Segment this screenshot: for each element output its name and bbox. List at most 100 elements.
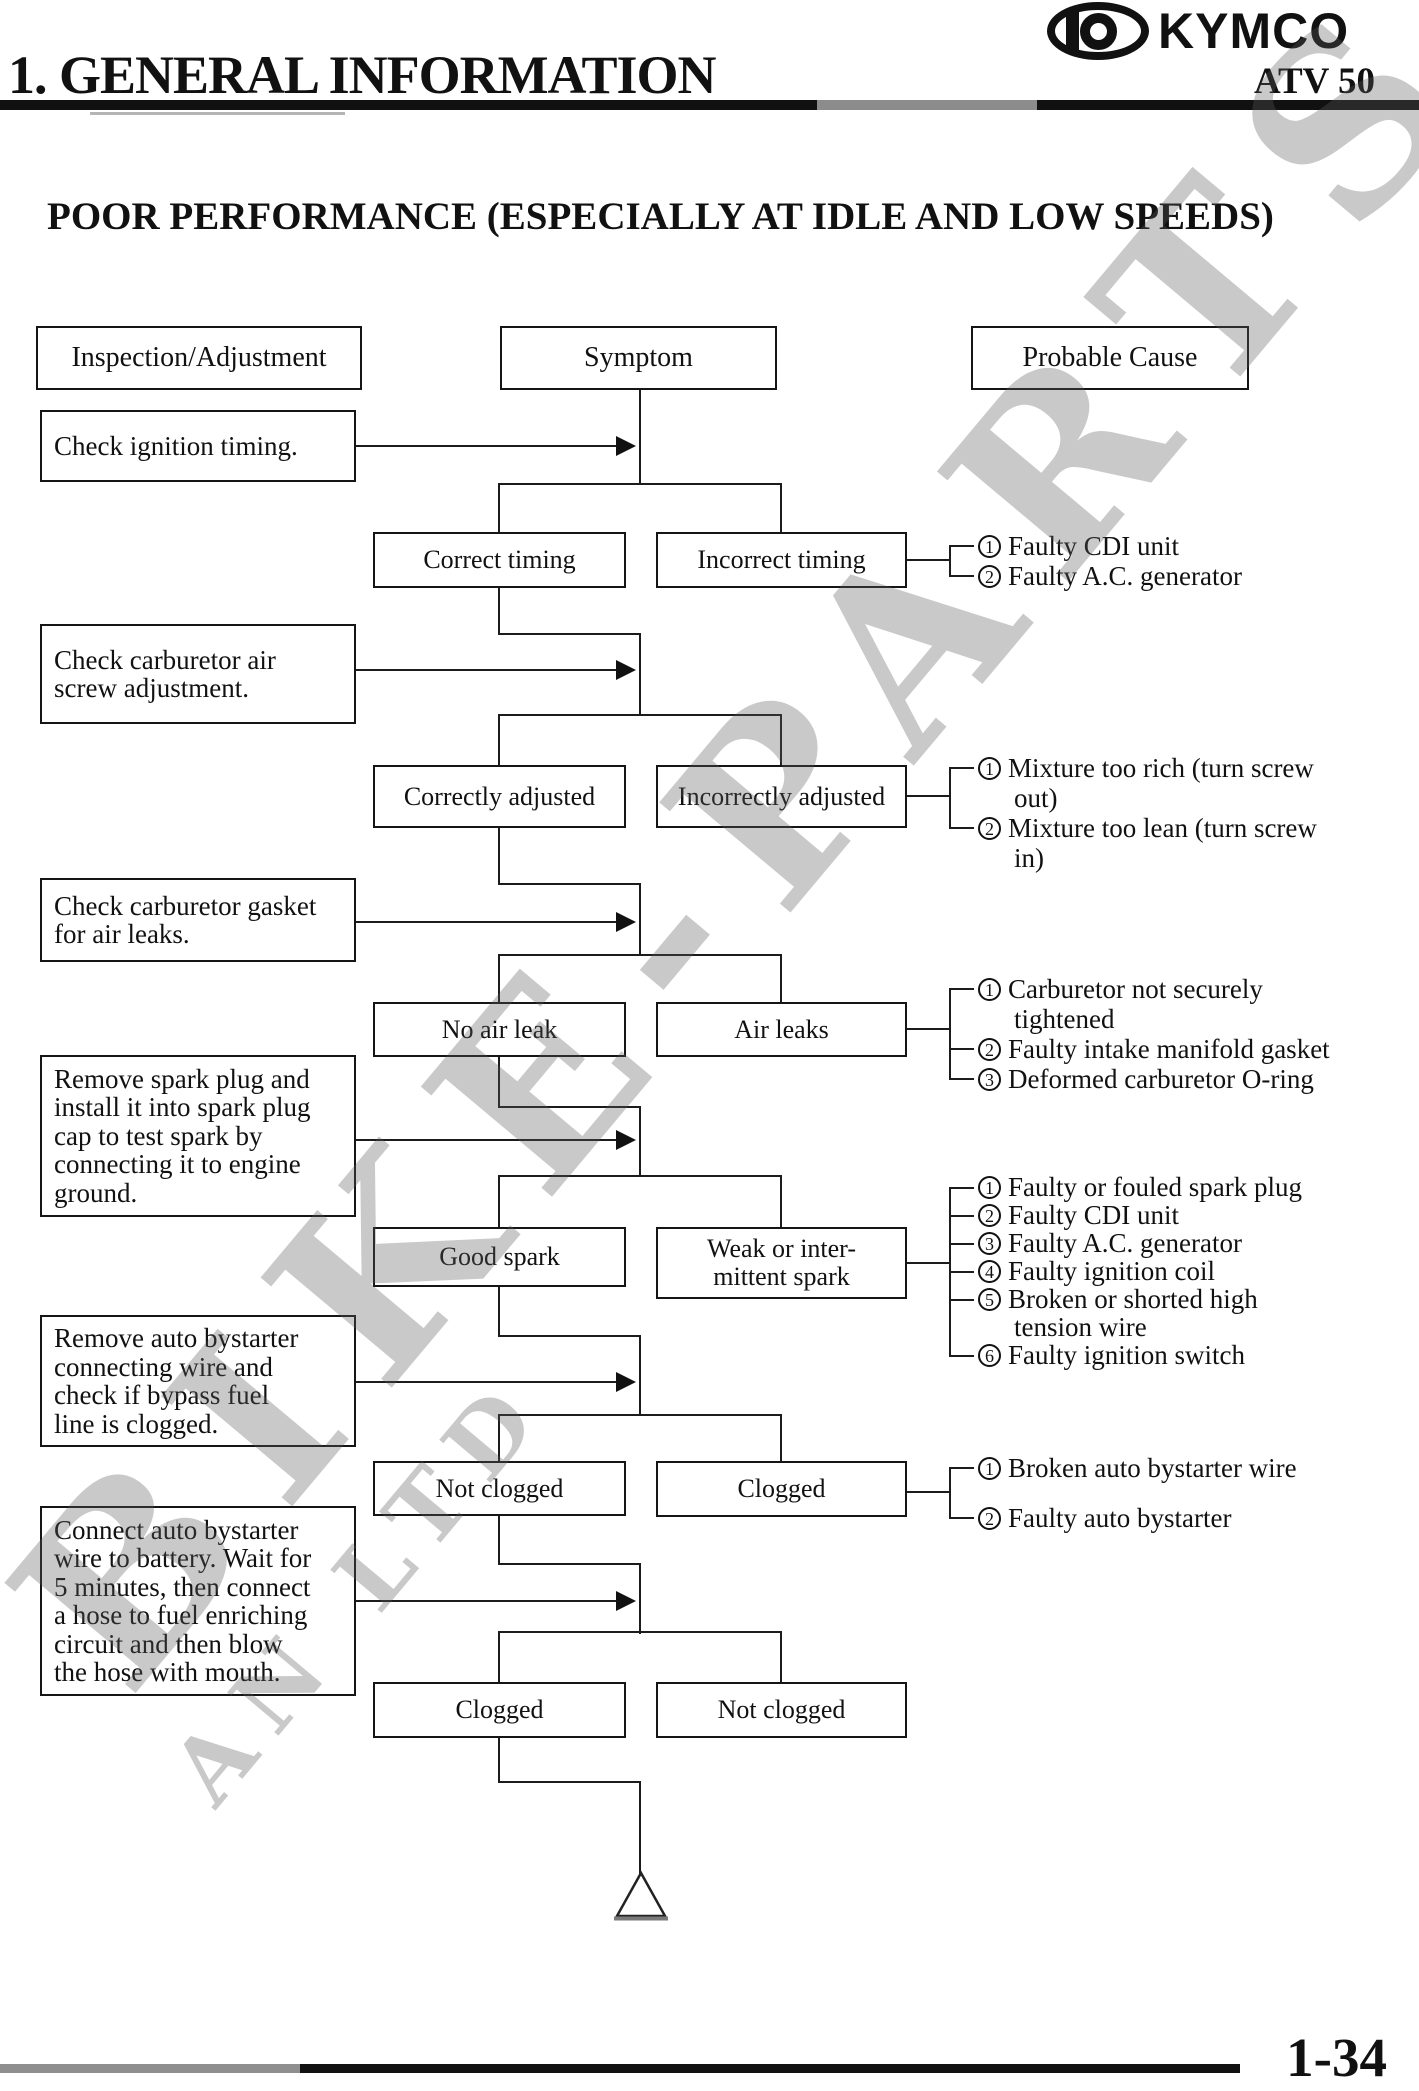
continue-jog — [498, 883, 641, 885]
symptom-box-label: Air leaks — [734, 1014, 829, 1044]
inspection-text: Remove auto bystarter connecting wire an… — [54, 1323, 299, 1439]
branch-stub-right — [780, 483, 782, 532]
cause-tick — [950, 1355, 974, 1357]
continuation-triangle-icon — [614, 1870, 668, 1921]
symptom-box-label: Correctly adjusted — [403, 781, 596, 811]
column-header-symptom-label: Symptom — [584, 342, 693, 373]
symptom-box-label: Weak or inter- mittent spark — [707, 1234, 856, 1291]
inspection-text: Connect auto bystarter wire to battery. … — [54, 1514, 312, 1687]
continue-jog — [498, 1335, 641, 1337]
column-header-inspection: Inspection/Adjustment — [36, 326, 362, 390]
continue-jog — [498, 1781, 641, 1783]
branch-stub-right — [780, 1631, 782, 1682]
split-line — [498, 483, 782, 485]
symptom-box-label: Clogged — [737, 1474, 826, 1503]
circled-number-icon: 2 — [978, 1038, 1001, 1061]
cause-text: Faulty CDI unit — [1008, 531, 1180, 561]
cause-text: Faulty or fouled spark plug — [1008, 1172, 1302, 1202]
spine-segment-1 — [639, 390, 641, 485]
circled-number-icon: 2 — [978, 817, 1001, 840]
branch-stub-left — [498, 1175, 500, 1227]
cause-tick — [950, 767, 974, 769]
symptom-box-weak-spark: Weak or inter- mittent spark — [656, 1227, 907, 1299]
cause-text: Broken or shorted high tension wire — [1008, 1284, 1258, 1342]
symptom-box-label: Not clogged — [717, 1695, 846, 1724]
cause-text: Faulty CDI unit — [1008, 1200, 1180, 1230]
circled-number-icon: 3 — [978, 1068, 1001, 1091]
continue-stub — [498, 588, 500, 635]
continue-jog — [498, 633, 641, 635]
spine-segment-2 — [639, 634, 641, 716]
symptom-box-not-clogged: Not clogged — [373, 1461, 626, 1516]
kymco-logo-k-ring — [1080, 13, 1117, 50]
page-title: POOR PERFORMANCE (ESPECIALLY AT IDLE AND… — [47, 195, 1274, 238]
header-rule — [0, 100, 1419, 110]
symptom-box-label: Incorrect timing — [697, 545, 866, 574]
split-line — [498, 1175, 782, 1177]
cause-text: Mixture too lean (turn screw in) — [1008, 813, 1317, 873]
arrowhead-right-icon — [616, 660, 636, 680]
cause-tick — [950, 1187, 974, 1189]
column-header-cause: Probable Cause — [971, 326, 1249, 390]
continue-stub — [498, 1057, 500, 1108]
cause-text: Carburetor not securely tightened — [1008, 974, 1263, 1034]
branch-stub-left — [498, 483, 500, 532]
cause-bracket-spine — [949, 545, 951, 577]
inspection-text: Check carburetor gasket for air leaks. — [54, 890, 317, 949]
inspection-box-bypass-line: Remove auto bystarter connecting wire an… — [40, 1315, 356, 1447]
symptom-box-label: Clogged — [455, 1695, 544, 1724]
continue-stub — [498, 1738, 500, 1783]
footer-rule — [300, 2064, 1240, 2073]
circled-number-icon: 1 — [978, 535, 1001, 558]
branch-stub-right — [780, 1175, 782, 1227]
symptom-box-correctly-adjusted: Correctly adjusted — [373, 765, 626, 828]
cause-connector-line — [907, 795, 951, 797]
continue-stub — [498, 1287, 500, 1337]
inspection-text: Remove spark plug and install it into sp… — [54, 1063, 311, 1208]
cause-tick — [950, 1299, 974, 1301]
kymco-logo-k-bar — [1066, 12, 1079, 50]
continue-stub — [498, 828, 500, 885]
model-label: ATV 50 — [1254, 61, 1375, 102]
cause-tick — [950, 827, 974, 829]
symptom-box-clogged: Clogged — [656, 1461, 907, 1517]
symptom-box-not-clogged-2: Not clogged — [656, 1682, 907, 1738]
circled-number-icon: 6 — [978, 1344, 1001, 1367]
inspection-box-air-screw: Check carburetor air screw adjustment. — [40, 624, 356, 724]
cause-connector-line — [907, 1028, 951, 1030]
inspection-box-enriching-circuit: Connect auto bystarter wire to battery. … — [40, 1506, 356, 1696]
symptom-box-correct-timing: Correct timing — [373, 532, 626, 588]
column-header-cause-label: Probable Cause — [1022, 342, 1198, 373]
inspection-text: Check ignition timing. — [54, 430, 298, 461]
symptom-box-good-spark: Good spark — [373, 1227, 626, 1287]
symptom-box-label: Correct timing — [423, 545, 576, 574]
symptom-box-air-leaks: Air leaks — [656, 1002, 907, 1057]
spine-segment-6 — [639, 1563, 641, 1634]
split-line — [498, 714, 782, 716]
circled-number-icon: 2 — [978, 565, 1001, 588]
circled-number-icon: 3 — [978, 1232, 1001, 1255]
inspection-box-gasket: Check carburetor gasket for air leaks. — [40, 878, 356, 962]
footer-rule-gray-segment — [0, 2064, 300, 2073]
cause-text: Faulty auto bystarter — [1008, 1503, 1232, 1533]
split-line — [498, 1631, 782, 1633]
symptom-box-label: Not clogged — [435, 1473, 564, 1503]
cause-tick — [950, 988, 974, 990]
cause-bracket-spine — [949, 1467, 951, 1519]
arrow-line — [356, 1600, 620, 1602]
spine-segment-7 — [639, 1781, 641, 1874]
cause-tick — [950, 1078, 974, 1080]
header-rule-thin-segment — [90, 112, 345, 115]
chapter-title: 1. GENERAL INFORMATION — [8, 45, 717, 105]
cause-bracket-spine — [949, 767, 951, 829]
arrowhead-right-icon — [616, 1591, 636, 1611]
cause-text: Faulty intake manifold gasket — [1008, 1034, 1330, 1064]
arrowhead-right-icon — [616, 436, 636, 456]
header-rule-gray-segment — [817, 100, 1037, 110]
